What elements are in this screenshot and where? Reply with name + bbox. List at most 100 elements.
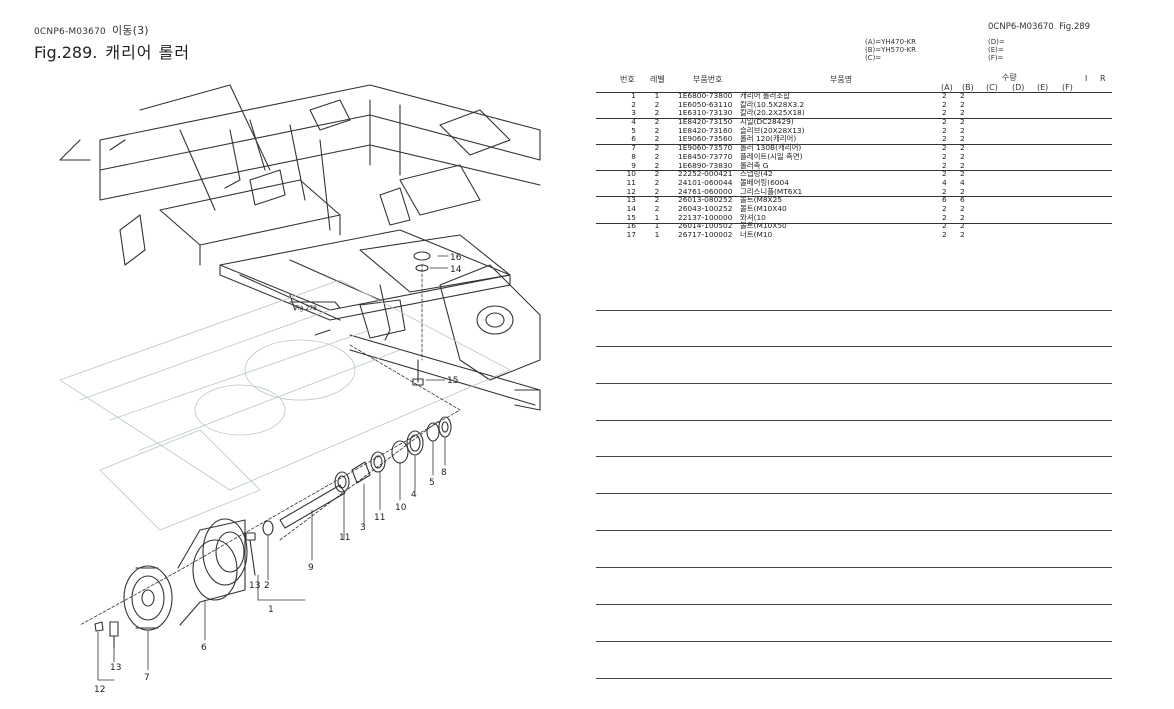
group-separator — [596, 170, 1112, 172]
cell-level: 1 — [654, 230, 660, 239]
cell-qty-b: 4 — [960, 177, 965, 187]
cell-level: 2 — [654, 169, 660, 179]
cell-qty-a: 2 — [942, 117, 947, 127]
doc-code-right-text: 0CNP6-M03670 — [988, 22, 1054, 32]
cell-qty-b: 2 — [960, 108, 965, 118]
variant-b: (B)=YH570-KR — [865, 46, 917, 54]
variant-e: (E)= — [988, 46, 1004, 54]
col-header-no: 번호 — [620, 75, 635, 84]
cell-part-no: 1E6800-73800 — [678, 91, 733, 100]
doc-code-right: 0CNP6-M03670 Fig.289 — [988, 22, 1090, 32]
blank-rule — [596, 420, 1112, 421]
callout-7: 7 — [144, 673, 150, 683]
callout-16: 15 — [447, 376, 458, 386]
callout-15: 14 — [450, 265, 462, 275]
cell-qty-a: 2 — [942, 221, 947, 231]
cell-part-no: 1E6050-63110 — [678, 99, 733, 109]
cell-qty-a: 2 — [942, 203, 947, 213]
blank-rule — [596, 346, 1112, 347]
cell-name: 볼베어링(6004 — [740, 177, 789, 187]
cell-qty-a: 6 — [942, 195, 947, 205]
cell-part-no: 1E8420-73160 — [678, 125, 733, 135]
cell-part-no: 24761-060000 — [678, 186, 733, 196]
col-header-r: R — [1100, 74, 1106, 83]
group-separator — [596, 144, 1112, 146]
cell-no: 6 — [631, 134, 636, 144]
fig-number-right: Fig.289 — [1059, 22, 1091, 32]
cell-level: 2 — [654, 186, 660, 196]
cell-name: 볼트(M8X25 — [740, 195, 783, 205]
blank-rule — [596, 493, 1112, 494]
cell-qty-a: 2 — [942, 186, 947, 196]
variant-f: (F)= — [988, 54, 1004, 62]
cell-name: 롤러축 G — [740, 160, 769, 170]
group-separator — [596, 118, 1112, 120]
cell-level: 2 — [654, 99, 660, 109]
cell-qty-b: 2 — [960, 203, 965, 213]
cell-qty-a: 2 — [942, 108, 947, 118]
blank-rule — [596, 530, 1112, 531]
cell-qty-a: 2 — [942, 230, 947, 239]
cell-part-no: 26014-100502 — [678, 221, 733, 231]
cell-no: 4 — [631, 117, 636, 127]
col-header-d: (D) — [1012, 83, 1025, 92]
cell-qty-b: 2 — [960, 221, 965, 231]
variant-d: (D)= — [988, 38, 1005, 46]
variant-a: (A)=YH470-KR — [865, 38, 916, 46]
cell-qty-a: 2 — [942, 169, 947, 179]
blank-rule — [596, 456, 1112, 457]
cell-no: 1 — [631, 91, 636, 100]
cell-level: 2 — [654, 151, 660, 161]
cell-qty-b: 2 — [960, 134, 965, 144]
cell-qty-a: 4 — [942, 177, 947, 187]
cell-no: 3 — [631, 108, 636, 118]
cell-qty-b: 2 — [960, 169, 965, 179]
col-header-c: (C) — [986, 83, 998, 92]
cell-no: 15 — [626, 212, 636, 222]
col-header-a: (A) — [941, 83, 953, 92]
callout-8: 8 — [441, 468, 447, 478]
cell-qty-a: 2 — [942, 134, 947, 144]
cell-level: 1 — [654, 221, 660, 231]
cell-qty-b: 2 — [960, 125, 965, 135]
cell-name: 칼라(10.5X28X3.2 — [740, 99, 805, 109]
cell-name: 슬리브(20X28X13) — [740, 125, 805, 135]
cell-level: 2 — [654, 177, 660, 187]
cell-part-no: 1E8450-73770 — [678, 151, 733, 161]
cell-qty-b: 2 — [960, 151, 965, 161]
cell-name: 볼트(M10X50 — [740, 221, 787, 231]
cell-no: 2 — [631, 99, 636, 109]
blank-rule — [596, 383, 1112, 384]
callout-13: 13 — [110, 663, 121, 673]
cell-no: 11 — [626, 177, 636, 187]
col-header-level: 레벨 — [650, 75, 665, 84]
cell-part-no: 1E8420-73150 — [678, 117, 733, 127]
callout-10: 10 — [395, 503, 407, 513]
cell-name: 롤러 120(캐리어) — [740, 134, 797, 144]
cell-qty-b: 2 — [960, 230, 965, 239]
col-header-e: (E) — [1037, 83, 1049, 92]
cell-no: 10 — [626, 169, 636, 179]
cell-part-no: 22137-100000 — [678, 212, 733, 222]
cell-no: 17 — [626, 230, 636, 239]
cell-qty-b: 2 — [960, 186, 965, 196]
cell-level: 1 — [654, 91, 660, 100]
cell-level: 2 — [654, 143, 660, 153]
col-header-part-no: 부품번호 — [693, 75, 723, 84]
callout-11: 11 — [339, 533, 350, 543]
doc-code-left-text: 0CNP6-M03670 — [34, 27, 106, 37]
fig-reference-label: Fig.278 — [295, 305, 317, 312]
